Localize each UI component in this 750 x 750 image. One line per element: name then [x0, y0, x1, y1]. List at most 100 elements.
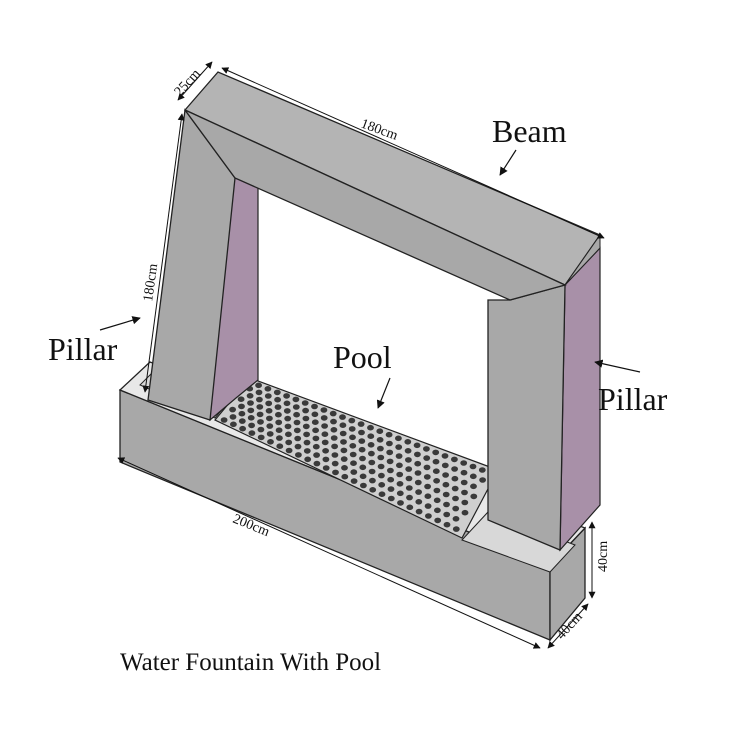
grate-hole — [423, 474, 431, 480]
grate-hole — [283, 400, 291, 407]
pillar-right-callout-arrow — [594, 359, 641, 373]
grate-hole — [275, 419, 283, 426]
grate-hole — [283, 408, 291, 414]
grate-hole — [293, 427, 301, 434]
grate-hole — [469, 463, 477, 470]
grate-hole — [368, 468, 376, 475]
grate-hole — [229, 406, 237, 413]
grate-hole — [368, 450, 375, 457]
grate-hole — [359, 464, 367, 471]
grate-hole — [238, 403, 245, 410]
grate-hole — [378, 491, 386, 498]
grate-hole — [341, 465, 348, 471]
grate-hole — [220, 417, 228, 423]
grate-hole — [404, 439, 412, 445]
grate-hole — [434, 507, 441, 514]
grate-hole — [350, 469, 358, 475]
grate-hole — [237, 396, 245, 403]
grate-hole — [359, 473, 367, 480]
grate-hole — [395, 453, 403, 459]
grate-hole — [405, 485, 413, 491]
grate-hole — [238, 418, 246, 424]
grate-hole — [377, 445, 384, 452]
grate-hole — [452, 505, 460, 512]
grate-hole — [273, 389, 281, 396]
grate-hole — [358, 446, 366, 453]
grate-hole — [301, 400, 309, 406]
dim-base-height: 40cm — [588, 521, 611, 599]
grate-hole — [339, 414, 346, 420]
grate-hole — [264, 393, 272, 399]
grate-hole — [321, 439, 329, 446]
pillar-right-label: Pillar — [598, 381, 668, 417]
grate-hole — [433, 478, 440, 484]
grate-hole — [387, 495, 395, 502]
grate-hole — [247, 415, 255, 421]
grate-hole — [443, 511, 451, 518]
grate-hole — [332, 469, 339, 476]
grate-hole — [368, 459, 376, 466]
grate-hole — [377, 463, 385, 470]
grate-hole — [386, 449, 394, 456]
grate-hole — [257, 434, 265, 441]
grate-hole — [246, 393, 254, 399]
grate-hole — [350, 460, 357, 467]
grate-hole — [358, 438, 366, 444]
grate-hole — [387, 486, 395, 492]
grate-hole — [432, 458, 440, 465]
grate-hole — [405, 457, 412, 463]
grate-hole — [294, 443, 302, 450]
grate-hole — [461, 509, 469, 516]
dim-pillar-height-label: 180cm — [141, 263, 161, 303]
grate-hole — [424, 483, 431, 490]
grate-hole — [275, 411, 282, 418]
grate-hole — [470, 483, 477, 490]
grate-hole — [424, 493, 432, 500]
grate-hole — [266, 423, 274, 429]
grate-hole — [247, 407, 255, 414]
grate-hole — [295, 452, 302, 458]
grate-hole — [292, 396, 300, 403]
grate-hole — [396, 462, 403, 469]
grate-hole — [348, 417, 356, 424]
grate-hole — [302, 415, 310, 422]
grate-hole — [320, 407, 328, 413]
grate-hole — [330, 418, 337, 425]
grate-hole — [442, 481, 450, 488]
grate-hole — [331, 452, 339, 458]
grate-hole — [386, 458, 394, 465]
grate-hole — [461, 489, 468, 496]
grate-hole — [452, 526, 460, 532]
grate-hole — [452, 495, 459, 502]
grate-hole — [276, 443, 284, 450]
grate-hole — [367, 424, 374, 431]
grate-hole — [312, 427, 319, 434]
grate-hole — [257, 426, 265, 433]
grate-hole — [341, 473, 349, 480]
grate-hole — [322, 465, 330, 471]
grate-hole — [423, 455, 431, 461]
grate-hole — [423, 446, 430, 452]
grate-hole — [331, 443, 338, 450]
grate-hole — [329, 410, 337, 417]
grate-hole — [443, 521, 451, 528]
grate-hole — [294, 435, 302, 442]
grate-hole — [387, 467, 394, 474]
grate-hole — [396, 490, 404, 497]
grate-hole — [320, 415, 328, 421]
grate-hole — [350, 478, 358, 484]
grate-hole — [284, 423, 292, 430]
grate-hole — [311, 403, 318, 410]
grate-hole — [378, 472, 385, 479]
grate-hole — [369, 487, 377, 493]
grate-hole — [405, 466, 413, 472]
grate-hole — [330, 427, 338, 433]
grate-hole — [415, 489, 422, 495]
grate-hole — [265, 408, 273, 414]
grate-hole — [255, 382, 262, 389]
grate-hole — [267, 439, 274, 445]
grate-hole — [360, 482, 367, 489]
grate-hole — [442, 491, 450, 498]
grate-hole — [432, 468, 440, 475]
